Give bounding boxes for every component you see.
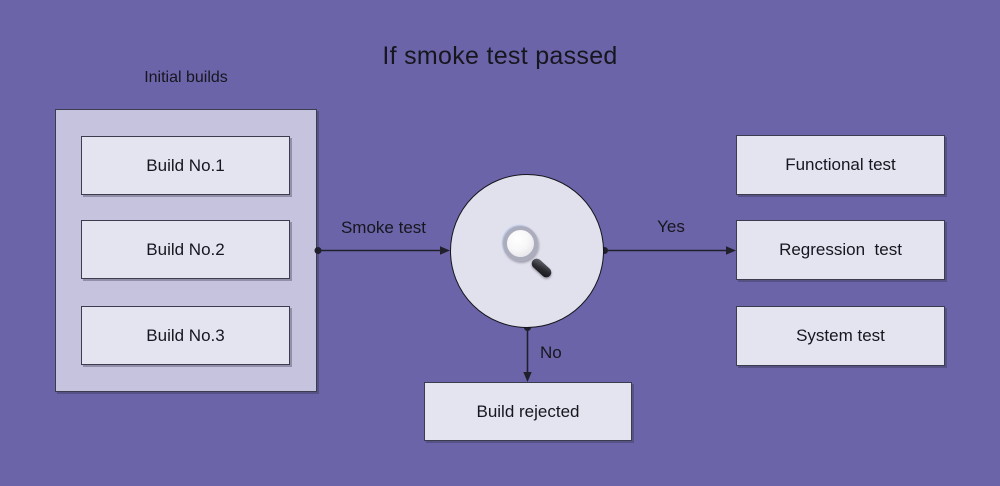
smoke-test-decision-node <box>450 174 604 328</box>
magnifier-lens <box>503 226 538 261</box>
yes-edge-label: Yes <box>657 217 685 236</box>
build-no2-node: Build No.2 <box>81 220 290 279</box>
build-no1-node: Build No.1 <box>81 136 290 195</box>
build-no3-node: Build No.3 <box>81 306 290 365</box>
no-edge-label: No <box>540 343 562 362</box>
yes-arrowhead-icon <box>726 246 736 255</box>
magnifier-handle <box>529 256 554 280</box>
functional-test-node: Functional test <box>736 135 945 195</box>
smoke-test-connector <box>314 246 450 255</box>
smoke-test-arrowhead-icon <box>440 246 450 255</box>
initial-builds-label: Initial builds <box>144 69 228 86</box>
build-rejected-node: Build rejected <box>424 382 632 441</box>
smoke-test-edge-label: Smoke test <box>340 218 427 237</box>
system-test-node: System test <box>736 306 945 366</box>
diagram-title: If smoke test passed <box>382 42 618 70</box>
regression-test-node: Regression test <box>736 220 945 280</box>
no-connector <box>523 324 532 382</box>
yes-connector <box>601 246 736 255</box>
no-arrowhead-icon <box>523 372 532 382</box>
